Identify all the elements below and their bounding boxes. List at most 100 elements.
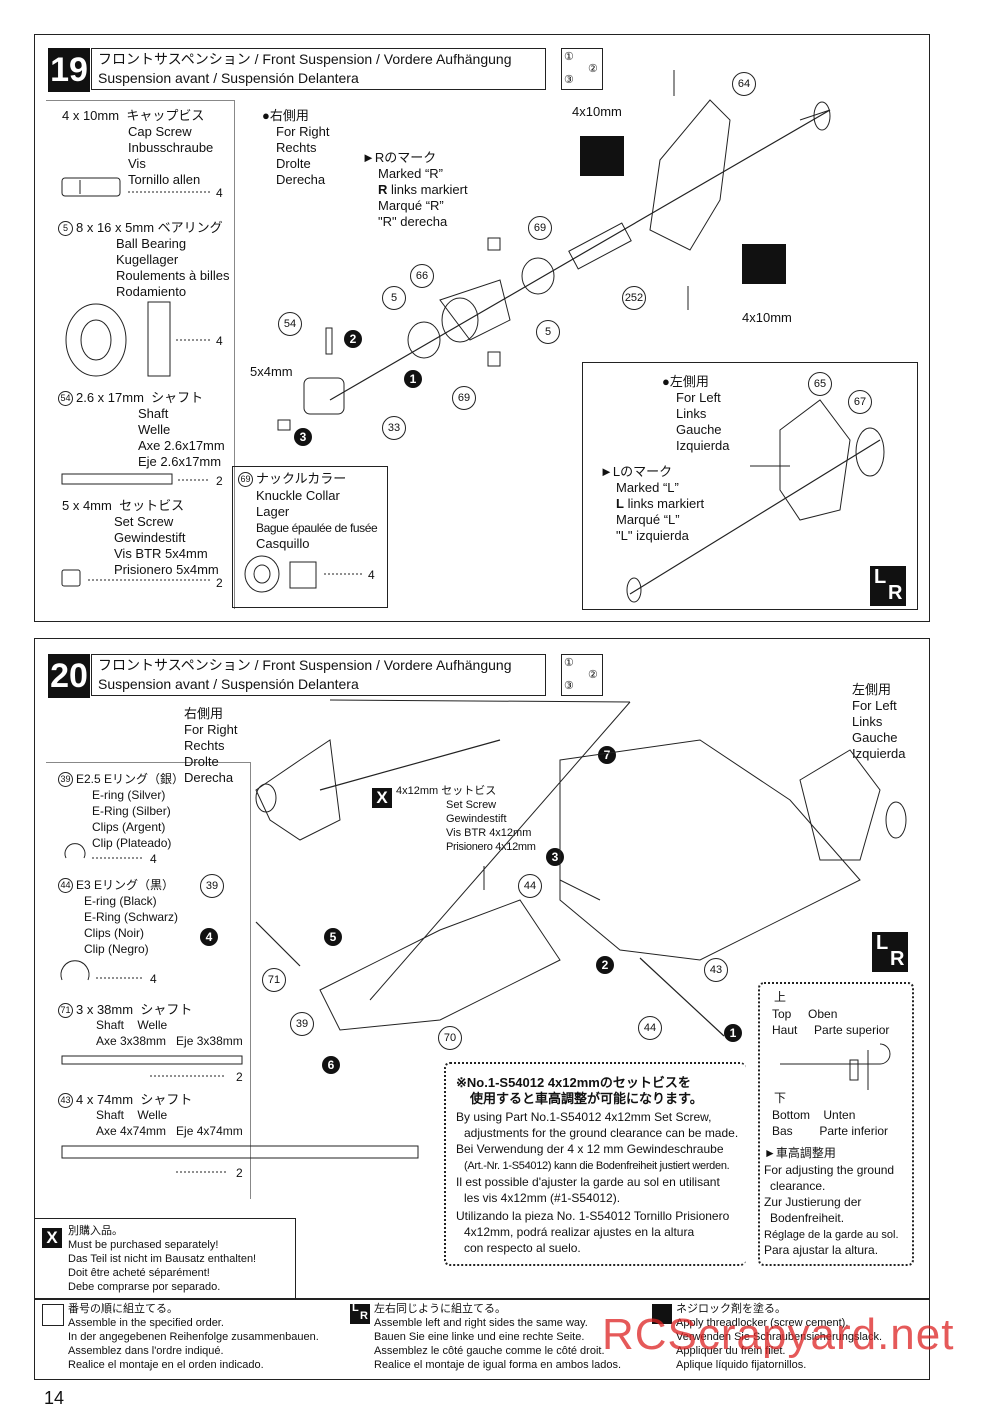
bottom-fr-es: Bas Parte inferior	[772, 1124, 889, 1138]
part-67: 67	[848, 390, 872, 414]
knuckle-collar-en: Knuckle Collar	[256, 488, 340, 503]
part-54: 54	[278, 312, 302, 336]
bearing-fr: Roulements à billes	[116, 268, 230, 283]
setscrew-callout: 5x4mm	[250, 364, 293, 379]
r-mark-en: Marked “R”	[378, 166, 444, 181]
note-de1: Bei Verwendung der 4 x 12 mm Gewindeschr…	[456, 1142, 724, 1156]
left-side-de-20: Links	[852, 714, 883, 729]
set-screw-qty: 2	[216, 576, 223, 590]
legend-sep-fr: Doit être acheté séparément!	[68, 1267, 210, 1279]
step-20-title-line2: Suspension avant / Suspensión Delantera	[98, 676, 359, 692]
step-marker-3: 3	[294, 428, 312, 446]
legend-order-es: Realice el montaje en el orden indicado.	[68, 1359, 264, 1371]
optional-screw-fr: Vis BTR 4x12mm	[446, 827, 532, 839]
right-side-es-20: Derecha	[184, 770, 234, 785]
top-jp: 上	[774, 990, 787, 1004]
r-mark-jp: ►Rのマーク	[362, 150, 437, 165]
legend-lock-es: Aplique líquido fijatornillos.	[676, 1359, 807, 1371]
adj-es: Para ajustar la altura.	[764, 1243, 879, 1257]
eclip25-de: E-Ring (Silber)	[92, 804, 171, 818]
optional-screw-en: Set Screw	[446, 799, 497, 811]
set-screw-es: Prisionero 5x4mm	[114, 562, 219, 577]
left-side-es: Izquierda	[676, 438, 730, 453]
adj-en2: clearance.	[770, 1179, 826, 1193]
bearing-de: Kugellager	[116, 252, 179, 267]
optional-screw-spec: 4x12mm セットビス	[396, 785, 497, 797]
step-19-title-line2: Suspension avant / Suspensión Delantera	[98, 70, 359, 86]
part-43: 43	[704, 958, 728, 982]
legend-lr-de: Bauen Sie eine linke und eine rechte Sei…	[374, 1331, 585, 1343]
part-66: 66	[410, 264, 434, 288]
adj-fr: Réglage de la garde au sol.	[764, 1229, 899, 1241]
part-39a: 39	[200, 874, 224, 898]
legend-lr-fr: Assemblez le côté gauche comme le côté d…	[374, 1345, 605, 1357]
left-side-fr-20: Gauche	[852, 730, 898, 745]
shaft-fr: Axe 2.6x17mm	[138, 438, 225, 453]
parts-list-box-20	[46, 762, 251, 1199]
l-mark-jp: ►Lのマーク	[600, 464, 673, 479]
bottom-jp: 下	[774, 1091, 787, 1105]
step-19-title: フロントサスペンション / Front Suspension / Vordere…	[91, 48, 546, 90]
legend-lock-de: Verwenden Sie Schraubensicherungslack.	[676, 1331, 883, 1343]
shaft-es: Eje 2.6x17mm	[138, 454, 222, 469]
note-en2: adjustments for the ground clearance can…	[464, 1126, 739, 1140]
eclip25-qty: 4	[150, 852, 157, 866]
step-20-title-line1: フロントサスペンション / Front Suspension / Vordere…	[98, 657, 512, 673]
screw-callout-top: 4x10mm	[572, 104, 622, 119]
adj-en1: For adjusting the ground	[764, 1163, 895, 1177]
right-side-en-20: For Right	[184, 722, 238, 737]
note-fr2: les vis 4x12mm (#1-S54012).	[464, 1191, 621, 1205]
knuckle-collar-de: Lager	[256, 504, 290, 519]
note-jp1: ※No.1-S54012 4x12mmのセットビスを	[456, 1075, 691, 1090]
shaft-qty: 2	[216, 474, 223, 488]
legend-lr-es: Realice el montaje de igual forma en amb…	[374, 1359, 622, 1371]
l-mark-en: Marked “L”	[616, 480, 679, 495]
eclip25-en: E-ring (Silver)	[92, 788, 166, 802]
r-mark-de: R links markiert	[378, 182, 468, 197]
left-side-es-20: Izquierda	[852, 746, 906, 761]
note-es2: 4x12mm, podrá realizar ajustes en la alt…	[464, 1225, 695, 1239]
set-screw-de: Gewindestift	[114, 530, 186, 545]
step-marker-7: 7	[598, 746, 616, 764]
ride-height-detail	[758, 982, 914, 1266]
step-19-title-line1: フロントサスペンション / Front Suspension / Vordere…	[98, 51, 512, 67]
screw-callout-bottom: 4x10mm	[742, 310, 792, 325]
part-39b: 39	[290, 1012, 314, 1036]
left-side-jp-20: 左側用	[852, 682, 892, 697]
adj-jp: ►車高調整用	[764, 1146, 836, 1160]
note-es1: Utilizando la pieza No. 1-S54012 Tornill…	[456, 1209, 730, 1223]
order-icon	[42, 1304, 64, 1326]
legend-order-fr: Assemblez dans l'ordre indiqué.	[68, 1345, 224, 1357]
legend-order-jp: 番号の順に組立てる。	[68, 1303, 178, 1315]
legend-order-en: Assemble in the specified order.	[68, 1317, 224, 1329]
part-44b: 44	[638, 1016, 662, 1040]
part-71: 71	[262, 968, 286, 992]
left-side-fr: Gauche	[676, 422, 722, 437]
right-side-fr: Drolte	[276, 156, 311, 171]
x-separately-icon: X	[372, 788, 392, 808]
legend-sep-jp: 別購入品。	[68, 1225, 123, 1237]
part-65: 65	[808, 372, 832, 396]
legend-sep-es: Debe comprarse por separado.	[68, 1281, 221, 1293]
parts-list-box	[46, 100, 235, 609]
right-side-de: Rechts	[276, 140, 317, 155]
legend-lr-jp: 左右同じように組立てる。	[374, 1303, 506, 1315]
part-69a: 69	[528, 216, 552, 240]
knuckle-collar-qty: 4	[368, 568, 375, 582]
right-side-jp-20: 右側用	[184, 706, 224, 721]
bearing-en: Ball Bearing	[116, 236, 187, 251]
bearing-es: Rodamiento	[116, 284, 187, 299]
threadlock-icon	[652, 1304, 672, 1324]
part-5b: 5	[536, 320, 560, 344]
right-side-en: For Right	[276, 124, 330, 139]
eclip3-de: E-Ring (Schwarz)	[84, 910, 179, 924]
part-5a: 5	[382, 286, 406, 310]
legend-order-de: In der angegebenen Reihenfolge zusammenb…	[68, 1331, 319, 1343]
step-marker-4: 4	[200, 928, 218, 946]
r-mark-es: "R" derecha	[378, 214, 448, 229]
right-side-de-20: Rechts	[184, 738, 225, 753]
left-side-jp: ●左側用	[662, 374, 709, 389]
note-jp2: 使用すると車高調整が可能になります。	[470, 1091, 703, 1106]
